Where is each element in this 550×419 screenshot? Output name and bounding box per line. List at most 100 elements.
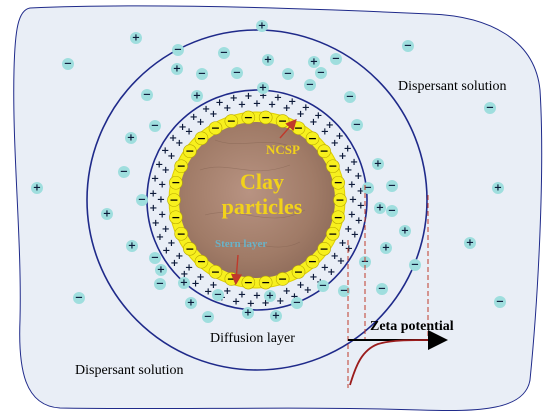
stern-plus-charge: + <box>282 286 290 297</box>
negative-ion-sign: − <box>340 286 348 297</box>
stern-plus-charge: + <box>321 262 329 273</box>
stern-plus-charge: + <box>209 280 217 291</box>
stern-plus-charge: + <box>351 230 359 241</box>
ncsp-charge-bead <box>174 159 188 174</box>
negative-ion <box>344 91 356 103</box>
positive-ion-sign: + <box>244 308 252 319</box>
negative-ion-sign: − <box>204 312 212 323</box>
negative-ion <box>386 205 398 217</box>
positive-ion <box>257 82 269 94</box>
diffusion-layer-boundary <box>86 29 428 371</box>
ncsp-minus-charge: − <box>294 122 303 135</box>
positive-ion-sign: + <box>258 21 266 32</box>
ncsp-minus-charge: − <box>320 145 329 158</box>
negative-ion-sign: − <box>143 90 151 101</box>
stern-plus-charge: + <box>344 165 352 176</box>
ncsp-charge-bead <box>183 144 197 159</box>
ncsp-minus-charge: − <box>261 111 270 124</box>
zeta-potential-label: Zeta potential <box>370 319 454 334</box>
positive-ion-sign: + <box>376 203 384 214</box>
positive-ion <box>270 310 282 322</box>
positive-ion-sign: + <box>193 91 201 102</box>
stern-plus-charge: + <box>169 133 177 144</box>
negative-ion-sign: − <box>138 195 146 206</box>
positive-ion <box>492 182 504 194</box>
negative-ion <box>291 297 303 309</box>
positive-ion-sign: + <box>180 278 188 289</box>
ncsp-charge-bead <box>183 241 197 256</box>
positive-ion <box>125 132 137 144</box>
ncsp-minus-charge: − <box>244 111 253 124</box>
ncsp-minus-charge: − <box>294 265 303 278</box>
negative-ion-sign: − <box>319 281 327 292</box>
stern-plus-charge: + <box>337 256 345 267</box>
stern-plus-charge: + <box>309 272 317 283</box>
positive-ion <box>155 264 167 276</box>
negative-ion <box>149 120 161 132</box>
ncsp-minus-charge: − <box>197 132 206 145</box>
stern-plus-charge: + <box>288 97 296 108</box>
positive-ion-sign: + <box>127 133 135 144</box>
ncsp-minus-charge: − <box>328 160 337 173</box>
stern-plus-charge: + <box>238 289 246 300</box>
positive-ion <box>464 237 476 249</box>
ncsp-minus-charge: − <box>197 255 206 268</box>
stern-plus-charge: + <box>149 188 157 199</box>
stern-plus-charge: + <box>349 195 357 206</box>
negative-ion-sign: − <box>388 181 396 192</box>
stern-plus-charge: + <box>170 258 178 269</box>
clay-particle-core <box>179 122 335 278</box>
negative-ion <box>154 278 166 290</box>
ncsp-minus-charge: − <box>335 194 344 207</box>
positive-ion <box>264 290 276 302</box>
negative-ion <box>494 296 506 308</box>
ncsp-charge-bead <box>208 265 223 279</box>
stern-plus-charge: + <box>180 269 188 280</box>
positive-ion <box>372 158 384 170</box>
negative-ion-sign: − <box>214 290 222 301</box>
ncsp-minus-charge: − <box>171 211 180 224</box>
zeta-potential-curve <box>349 339 429 386</box>
positive-ion-sign: + <box>132 33 140 44</box>
negative-ion <box>212 289 224 301</box>
ncsp-minus-charge: − <box>185 145 194 158</box>
positive-ion <box>308 56 320 68</box>
negative-ion-sign: − <box>496 297 504 308</box>
negative-ion <box>330 53 342 65</box>
negative-ion-sign: − <box>486 103 494 114</box>
negative-ion-sign: − <box>156 279 164 290</box>
ncsp-minus-charge: − <box>308 132 317 145</box>
free-ions: −+−+−−+++−−−+−−+−++−−+−−−+−−−+−−−+++−++−… <box>31 20 506 323</box>
positive-ion <box>262 54 274 66</box>
stern-plus-charge: + <box>185 262 193 273</box>
stern-pointer-arrow <box>230 254 243 286</box>
positive-ion <box>171 63 183 75</box>
ncsp-minus-charge: − <box>334 176 343 189</box>
stern-plus-charge: + <box>247 298 255 309</box>
positive-ion-sign: + <box>272 311 280 322</box>
stern-plus-charge: + <box>230 93 238 104</box>
stern-plus-charge: + <box>296 109 304 120</box>
ncsp-minus-charge: − <box>185 242 194 255</box>
stern-plus-charge: + <box>345 243 353 254</box>
negative-ion <box>118 166 130 178</box>
negative-ion <box>282 68 294 80</box>
zeta-projection-lines <box>347 185 429 388</box>
ncsp-pointer-arrow <box>279 118 297 139</box>
positive-ion-sign: + <box>374 159 382 170</box>
stern-plus-charge: + <box>158 210 166 221</box>
stern-plus-charge: + <box>309 117 317 128</box>
stern-plus-charge: + <box>162 224 170 235</box>
stern-plus-charge: + <box>178 122 186 133</box>
stern-plus-charge: + <box>344 144 352 155</box>
ncsp-charge-bead <box>194 254 209 269</box>
positive-ion <box>242 307 254 319</box>
stern-plus-charge: + <box>191 278 199 289</box>
negative-ion-sign: − <box>404 41 412 52</box>
stern-plus-charge: + <box>282 103 290 114</box>
stern-plus-charge: + <box>356 186 364 197</box>
stern-plus-charge: + <box>348 210 356 221</box>
positive-ion-sign: + <box>157 265 165 276</box>
ncsp-minus-charge: − <box>261 276 270 289</box>
positive-ion-sign: + <box>33 183 41 194</box>
